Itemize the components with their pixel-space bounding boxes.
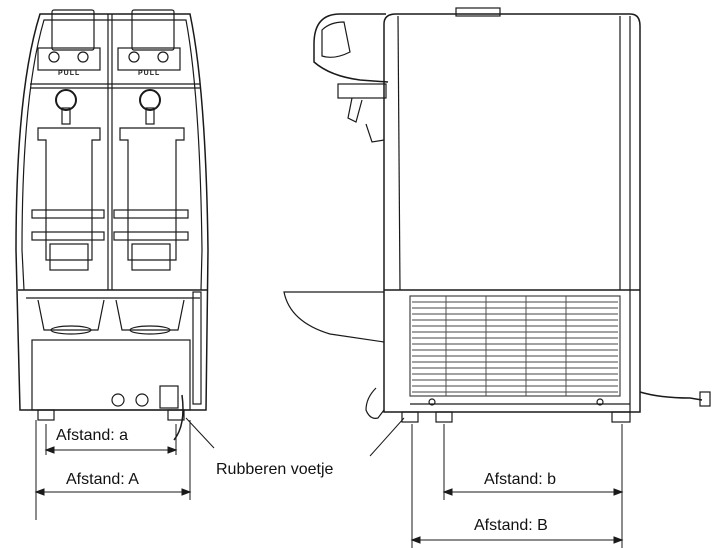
side-dispenser-window <box>321 21 351 58</box>
right-tap-nozzle <box>145 107 155 125</box>
front-switch-box <box>159 385 179 409</box>
side-grille <box>412 296 618 396</box>
side-cabinet-outline <box>383 13 641 413</box>
dim-B-arrow-right <box>613 536 624 544</box>
dim-b-arrow-right <box>613 488 624 496</box>
rubber-foot-leader-right <box>369 417 405 457</box>
side-grille-frame <box>409 295 621 397</box>
front-side-rail <box>192 291 202 405</box>
right-cup-rest-1 <box>113 209 189 219</box>
left-dispenser-head <box>51 9 95 51</box>
side-drip-tray <box>283 291 385 343</box>
distance-B-label: Afstand: B <box>474 517 548 534</box>
dim-b-arrow-left <box>442 488 453 496</box>
side-top-cap <box>455 7 501 17</box>
left-cup-holder <box>37 127 101 261</box>
right-tray-grate <box>129 325 171 335</box>
right-drip-box <box>131 243 171 271</box>
side-dimensions <box>369 417 624 548</box>
side-screw-front <box>428 398 436 406</box>
right-drip-tray <box>115 299 185 331</box>
side-foot-front <box>401 411 419 423</box>
left-tap <box>55 89 77 111</box>
side-front-edge <box>397 15 401 291</box>
left-cup-rest-2 <box>31 231 105 241</box>
front-cabinet-outline <box>15 13 209 411</box>
left-drip-tray <box>37 299 105 331</box>
dim-a-arrow-right <box>167 446 178 454</box>
left-control-panel <box>37 47 101 71</box>
front-base-panel <box>31 339 191 411</box>
front-connector-1 <box>111 393 125 407</box>
left-drip-box <box>49 243 89 271</box>
front-foot-right <box>167 409 185 421</box>
dim-A-arrow-right <box>181 488 192 496</box>
right-cup-holder <box>119 127 185 261</box>
dim-B-arrow-left <box>410 536 421 544</box>
side-power-plug <box>699 391 711 407</box>
right-knob-2 <box>157 51 169 63</box>
distance-b-label: Afstand: b <box>484 471 557 488</box>
side-nozzle <box>365 123 385 143</box>
distance-A-label: Afstand: A <box>66 471 139 488</box>
left-knob-1 <box>48 51 60 63</box>
side-foot-middle <box>435 411 453 423</box>
right-control-panel <box>117 47 181 71</box>
dim-a-arrow-left <box>44 446 55 454</box>
right-cup-rest-2 <box>113 231 189 241</box>
side-screw-back <box>596 398 604 406</box>
side-tap-housing <box>337 83 387 99</box>
side-view <box>283 7 711 423</box>
front-cabinet-inner-line <box>21 19 203 291</box>
side-foot-back <box>611 411 631 423</box>
rubber-foot-label: Rubberen voetje <box>216 461 334 478</box>
side-dispenser-head <box>313 13 389 83</box>
front-connector-2 <box>135 393 149 407</box>
rubber-foot-leader-left <box>185 417 215 449</box>
right-dispenser-head <box>131 9 175 51</box>
right-knob-1 <box>128 51 140 63</box>
front-dimensions <box>34 417 215 520</box>
side-tap-handle <box>347 97 363 123</box>
left-tray-grate <box>50 325 92 335</box>
front-foot-left <box>37 409 55 421</box>
front-view: PULL PULL <box>15 9 209 441</box>
distance-a-label: Afstand: a <box>56 427 129 444</box>
left-pull-label: PULL <box>58 70 80 77</box>
dim-A-arrow-left <box>34 488 45 496</box>
right-tap <box>139 89 161 111</box>
left-cup-rest-1 <box>31 209 105 219</box>
left-tap-nozzle <box>61 107 71 125</box>
right-pull-label: PULL <box>138 70 160 77</box>
left-knob-2 <box>77 51 89 63</box>
side-power-cord <box>639 391 703 401</box>
side-drain <box>365 387 385 419</box>
